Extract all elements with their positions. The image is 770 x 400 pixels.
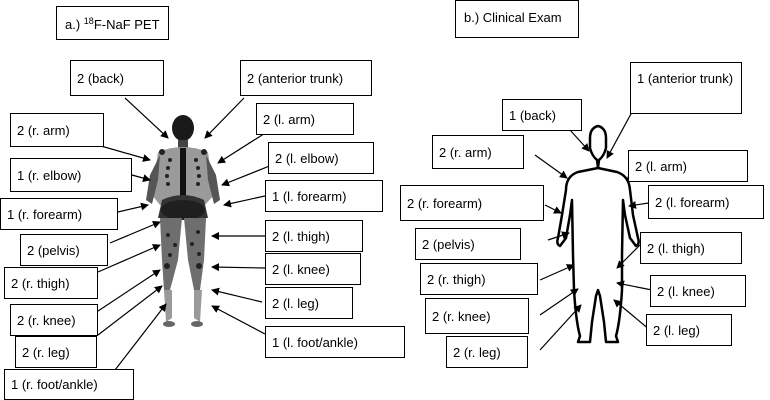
arrows-panel-b: [534, 111, 656, 351]
label-pet-r-foot-ankle: 1 (r. foot/ankle): [4, 369, 134, 400]
label-exam-l-arm: 2 (l. arm): [628, 150, 748, 182]
label-pet-l-forearm: 1 (l. forearm): [265, 180, 383, 212]
body-silhouette: [556, 124, 640, 344]
label-exam-r-thigh: 2 (r. thigh): [420, 263, 538, 295]
label-pet-l-thigh: 2 (l. thigh): [265, 220, 363, 252]
label-exam-l-forearm: 2 (l. forearm): [648, 185, 764, 219]
label-pet-pelvis: 2 (pelvis): [20, 234, 108, 266]
label-pet-l-arm: 2 (l. arm): [256, 103, 354, 135]
label-pet-back: 2 (back): [70, 60, 164, 96]
label-exam-l-knee: 2 (l. knee): [650, 275, 746, 307]
label-pet-r-elbow: 1 (r. elbow): [10, 158, 132, 192]
label-pet-r-forearm: 1 (r. forearm): [0, 198, 118, 230]
label-pet-l-knee: 2 (l. knee): [265, 253, 361, 285]
label-pet-r-thigh: 2 (r. thigh): [4, 267, 98, 299]
label-exam-l-leg: 2 (l. leg): [646, 314, 732, 346]
panel-a-title: a.) 18F-NaF PET: [56, 6, 169, 40]
label-exam-pelvis: 2 (pelvis): [415, 228, 521, 260]
label-exam-r-arm: 2 (r. arm): [432, 135, 524, 169]
arrows-panel-a: [79, 97, 273, 371]
label-pet-l-elbow: 2 (l. elbow): [268, 142, 374, 174]
label-pet-r-arm: 2 (r. arm): [10, 113, 104, 147]
label-exam-r-leg: 2 (r. leg): [446, 336, 528, 368]
label-exam-r-forearm: 2 (r. forearm): [400, 185, 544, 221]
label-exam-back: 1 (back): [502, 99, 582, 131]
label-exam-l-thigh: 2 (l. thigh): [640, 232, 742, 264]
label-exam-anterior-trunk: 1 (anterior trunk): [630, 62, 742, 114]
label-pet-anterior-trunk: 2 (anterior trunk): [240, 60, 372, 96]
label-pet-l-foot-ankle: 1 (l. foot/ankle): [265, 326, 405, 358]
label-pet-r-knee: 2 (r. knee): [10, 304, 98, 336]
label-exam-r-knee: 2 (r. knee): [425, 298, 529, 334]
label-pet-l-leg: 2 (l. leg): [265, 287, 353, 319]
label-pet-r-leg: 2 (r. leg): [15, 336, 97, 368]
pet-scan-image: [146, 115, 220, 327]
panel-b-title: b.) Clinical Exam: [455, 0, 579, 38]
